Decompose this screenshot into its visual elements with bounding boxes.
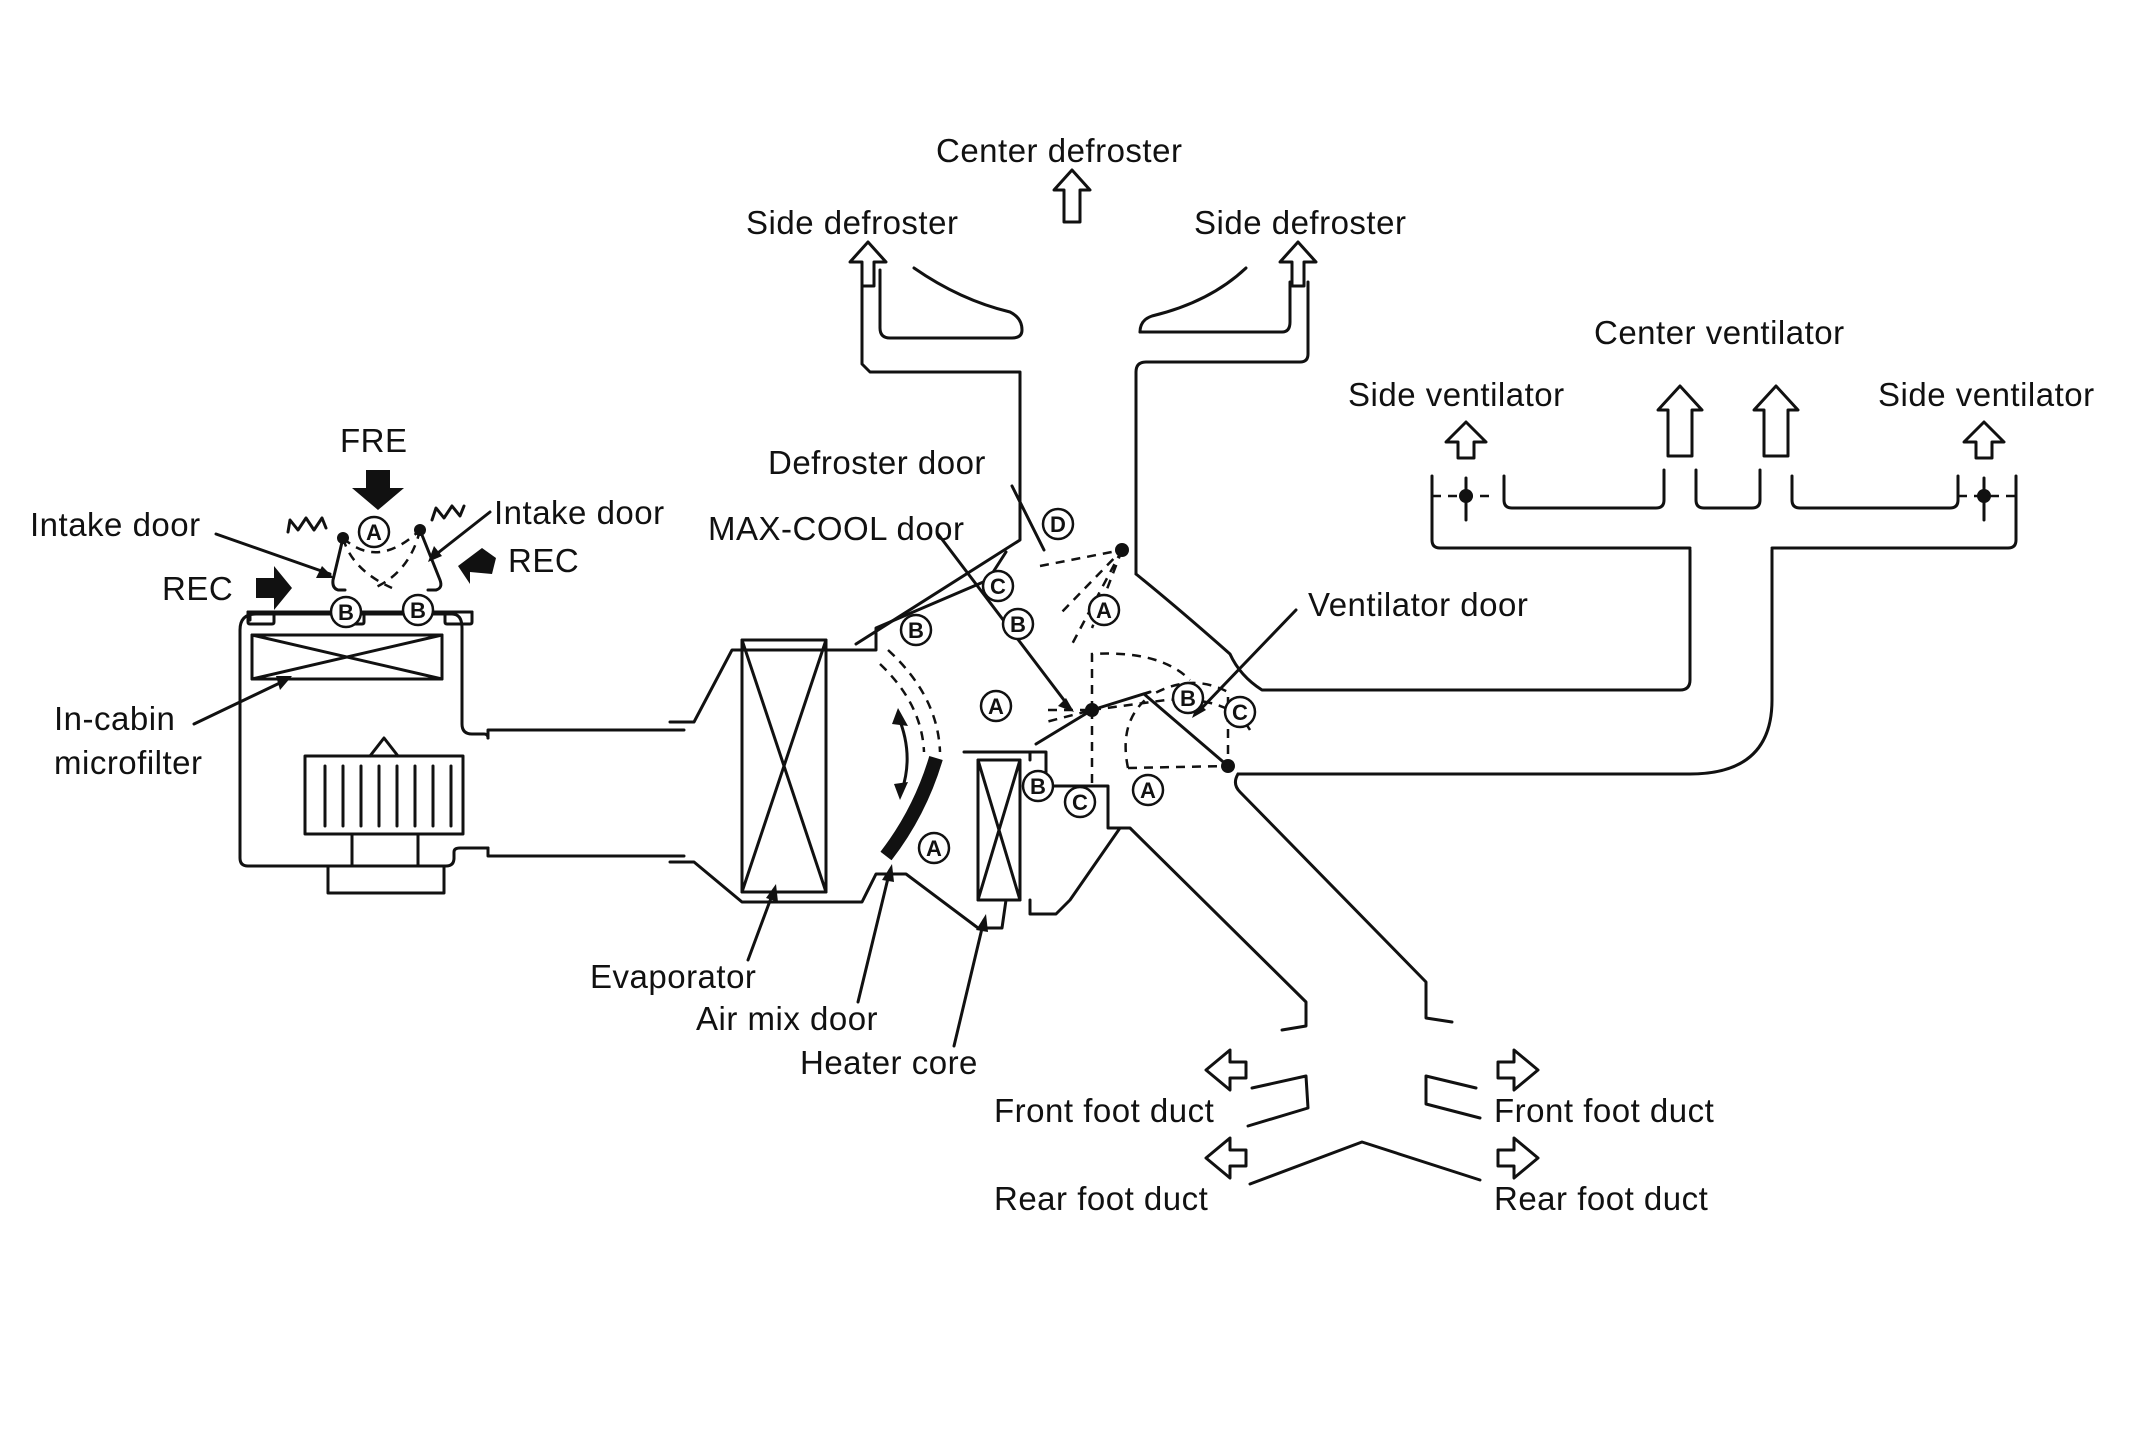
rear-foot-duct-right-arrow-icon	[1496, 1136, 1540, 1180]
fre-label: FRE	[340, 422, 408, 459]
side-defroster-left-label: Side defroster	[746, 204, 958, 241]
svg-text:D: D	[1050, 512, 1066, 537]
side-defroster-left-arrow-icon	[848, 240, 888, 288]
ventilator-door-label: Ventilator door	[1308, 586, 1528, 623]
blower-fan	[303, 754, 465, 836]
marker-airmix-b: B	[899, 613, 933, 647]
marker-defroster-c: C	[981, 569, 1015, 603]
side-ventilator-right-arrow-icon	[1962, 420, 2006, 460]
door-position-markers: A B B D C A B B A A B C B C A	[329, 507, 1257, 865]
main-air-duct	[486, 266, 1774, 1032]
ventilator-outlets	[1430, 468, 2018, 550]
side-ventilator-left-arrow-icon	[1444, 420, 1488, 460]
marker-maxcool-c: C	[1063, 785, 1097, 819]
marker-defroster-b: B	[1001, 607, 1035, 641]
evaporator-label: Evaporator	[590, 958, 756, 995]
side-defroster-right-label: Side defroster	[1194, 204, 1406, 241]
svg-text:B: B	[410, 598, 426, 623]
evaporator-element	[740, 638, 828, 894]
fre-arrow-icon	[352, 470, 404, 510]
marker-maxcool-a: A	[979, 689, 1013, 723]
svg-text:C: C	[1232, 700, 1248, 725]
rear-foot-duct-left-arrow-icon	[1204, 1136, 1248, 1180]
in-cabin-microfilter-label-line2: microfilter	[54, 744, 203, 781]
in-cabin-microfilter-element	[250, 633, 444, 681]
leader-lines	[192, 484, 1298, 1048]
front-foot-duct-left-label: Front foot duct	[994, 1092, 1214, 1129]
svg-text:B: B	[1180, 686, 1196, 711]
center-ventilator-right-arrow-icon	[1752, 384, 1800, 458]
front-foot-duct-left-arrow-icon	[1204, 1048, 1248, 1092]
rec-left-label: REC	[162, 570, 233, 607]
side-ventilator-right-label: Side ventilator	[1878, 376, 2095, 413]
marker-airmix-a: A	[917, 831, 951, 865]
marker-maxcool-b: B	[1021, 769, 1055, 803]
defroster-door-label: Defroster door	[768, 444, 986, 481]
marker-ventilator-b: B	[1171, 681, 1205, 715]
max-cool-door-label: MAX-COOL door	[708, 510, 965, 547]
front-foot-duct-right-arrow-icon	[1496, 1048, 1540, 1092]
air-mix-door-label: Air mix door	[696, 1000, 878, 1037]
marker-intake-b-left: B	[329, 595, 363, 629]
svg-text:A: A	[1140, 778, 1156, 803]
svg-text:A: A	[926, 836, 942, 861]
svg-text:A: A	[1096, 598, 1112, 623]
center-ventilator-left-arrow-icon	[1656, 384, 1704, 458]
svg-text:A: A	[366, 520, 382, 545]
text-labels: Center defroster Side defroster Side def…	[30, 132, 2095, 1217]
heater-core-element	[976, 758, 1022, 902]
marker-defroster-a: A	[1087, 593, 1121, 627]
intake-door-right-label: Intake door	[494, 494, 665, 531]
marker-intake-a: A	[357, 515, 391, 549]
rear-foot-duct-right-label: Rear foot duct	[1494, 1180, 1708, 1217]
center-defroster-arrow-icon	[1052, 168, 1092, 224]
front-foot-duct-right-label: Front foot duct	[1494, 1092, 1714, 1129]
rear-foot-duct-left-label: Rear foot duct	[994, 1180, 1208, 1217]
svg-text:B: B	[1010, 612, 1026, 637]
marker-ventilator-c: C	[1223, 695, 1257, 729]
center-ventilator-label: Center ventilator	[1594, 314, 1845, 351]
heater-core-label: Heater core	[800, 1044, 978, 1081]
air-mix-door	[880, 756, 943, 861]
rec-left-arrow-icon	[256, 566, 292, 610]
rec-right-label: REC	[508, 542, 579, 579]
svg-text:C: C	[1072, 790, 1088, 815]
rec-right-arrow-icon	[458, 548, 496, 584]
outlet-arrows	[848, 168, 2006, 1186]
side-ventilator-left-label: Side ventilator	[1348, 376, 1565, 413]
intake-door-left-label: Intake door	[30, 506, 201, 543]
svg-text:A: A	[988, 694, 1004, 719]
svg-text:B: B	[338, 600, 354, 625]
marker-defroster-d: D	[1041, 507, 1075, 541]
svg-text:C: C	[990, 574, 1006, 599]
marker-ventilator-a: A	[1131, 773, 1165, 807]
center-defroster-label: Center defroster	[936, 132, 1182, 169]
marker-intake-b-right: B	[401, 593, 435, 627]
side-defroster-right-arrow-icon	[1278, 240, 1318, 288]
in-cabin-microfilter-label-line1: In-cabin	[54, 700, 175, 737]
svg-text:B: B	[1030, 774, 1046, 799]
svg-text:B: B	[908, 618, 924, 643]
